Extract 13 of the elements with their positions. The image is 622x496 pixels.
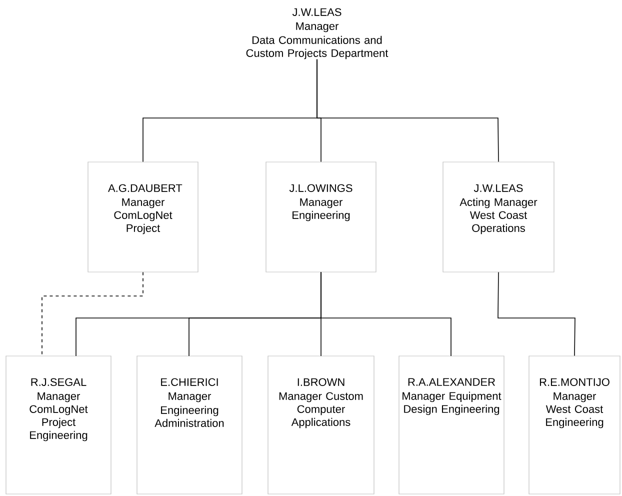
org-box: E.CHIERICI Manager Engineering Administration [136, 356, 242, 494]
org-box: R.A.ALEXANDER Manager Equipment Design Engineering [398, 356, 504, 494]
org-box: I.BROWN Manager Custom Computer Applications [268, 356, 374, 494]
connector-line [316, 58, 499, 162]
org-box: R.E.MONTIJO Manager West Coast Engineering [528, 356, 620, 494]
org-box: R.J.SEGAL Manager ComLogNet Project Engineering [6, 356, 112, 494]
org-box: J.W.LEAS Acting Manager West Coast Operations [442, 162, 554, 272]
connector-line [498, 272, 576, 356]
connector-line [320, 272, 452, 356]
org-box: J.L.OWINGS Manager Engineering [266, 162, 376, 272]
heading-text: J.W.LEAS Manager Data Communications and Custom Projects Department [246, 8, 388, 60]
connector-line [42, 272, 144, 356]
org-box: A.G.DAUBERT Manager ComLogNet Project [88, 162, 198, 272]
